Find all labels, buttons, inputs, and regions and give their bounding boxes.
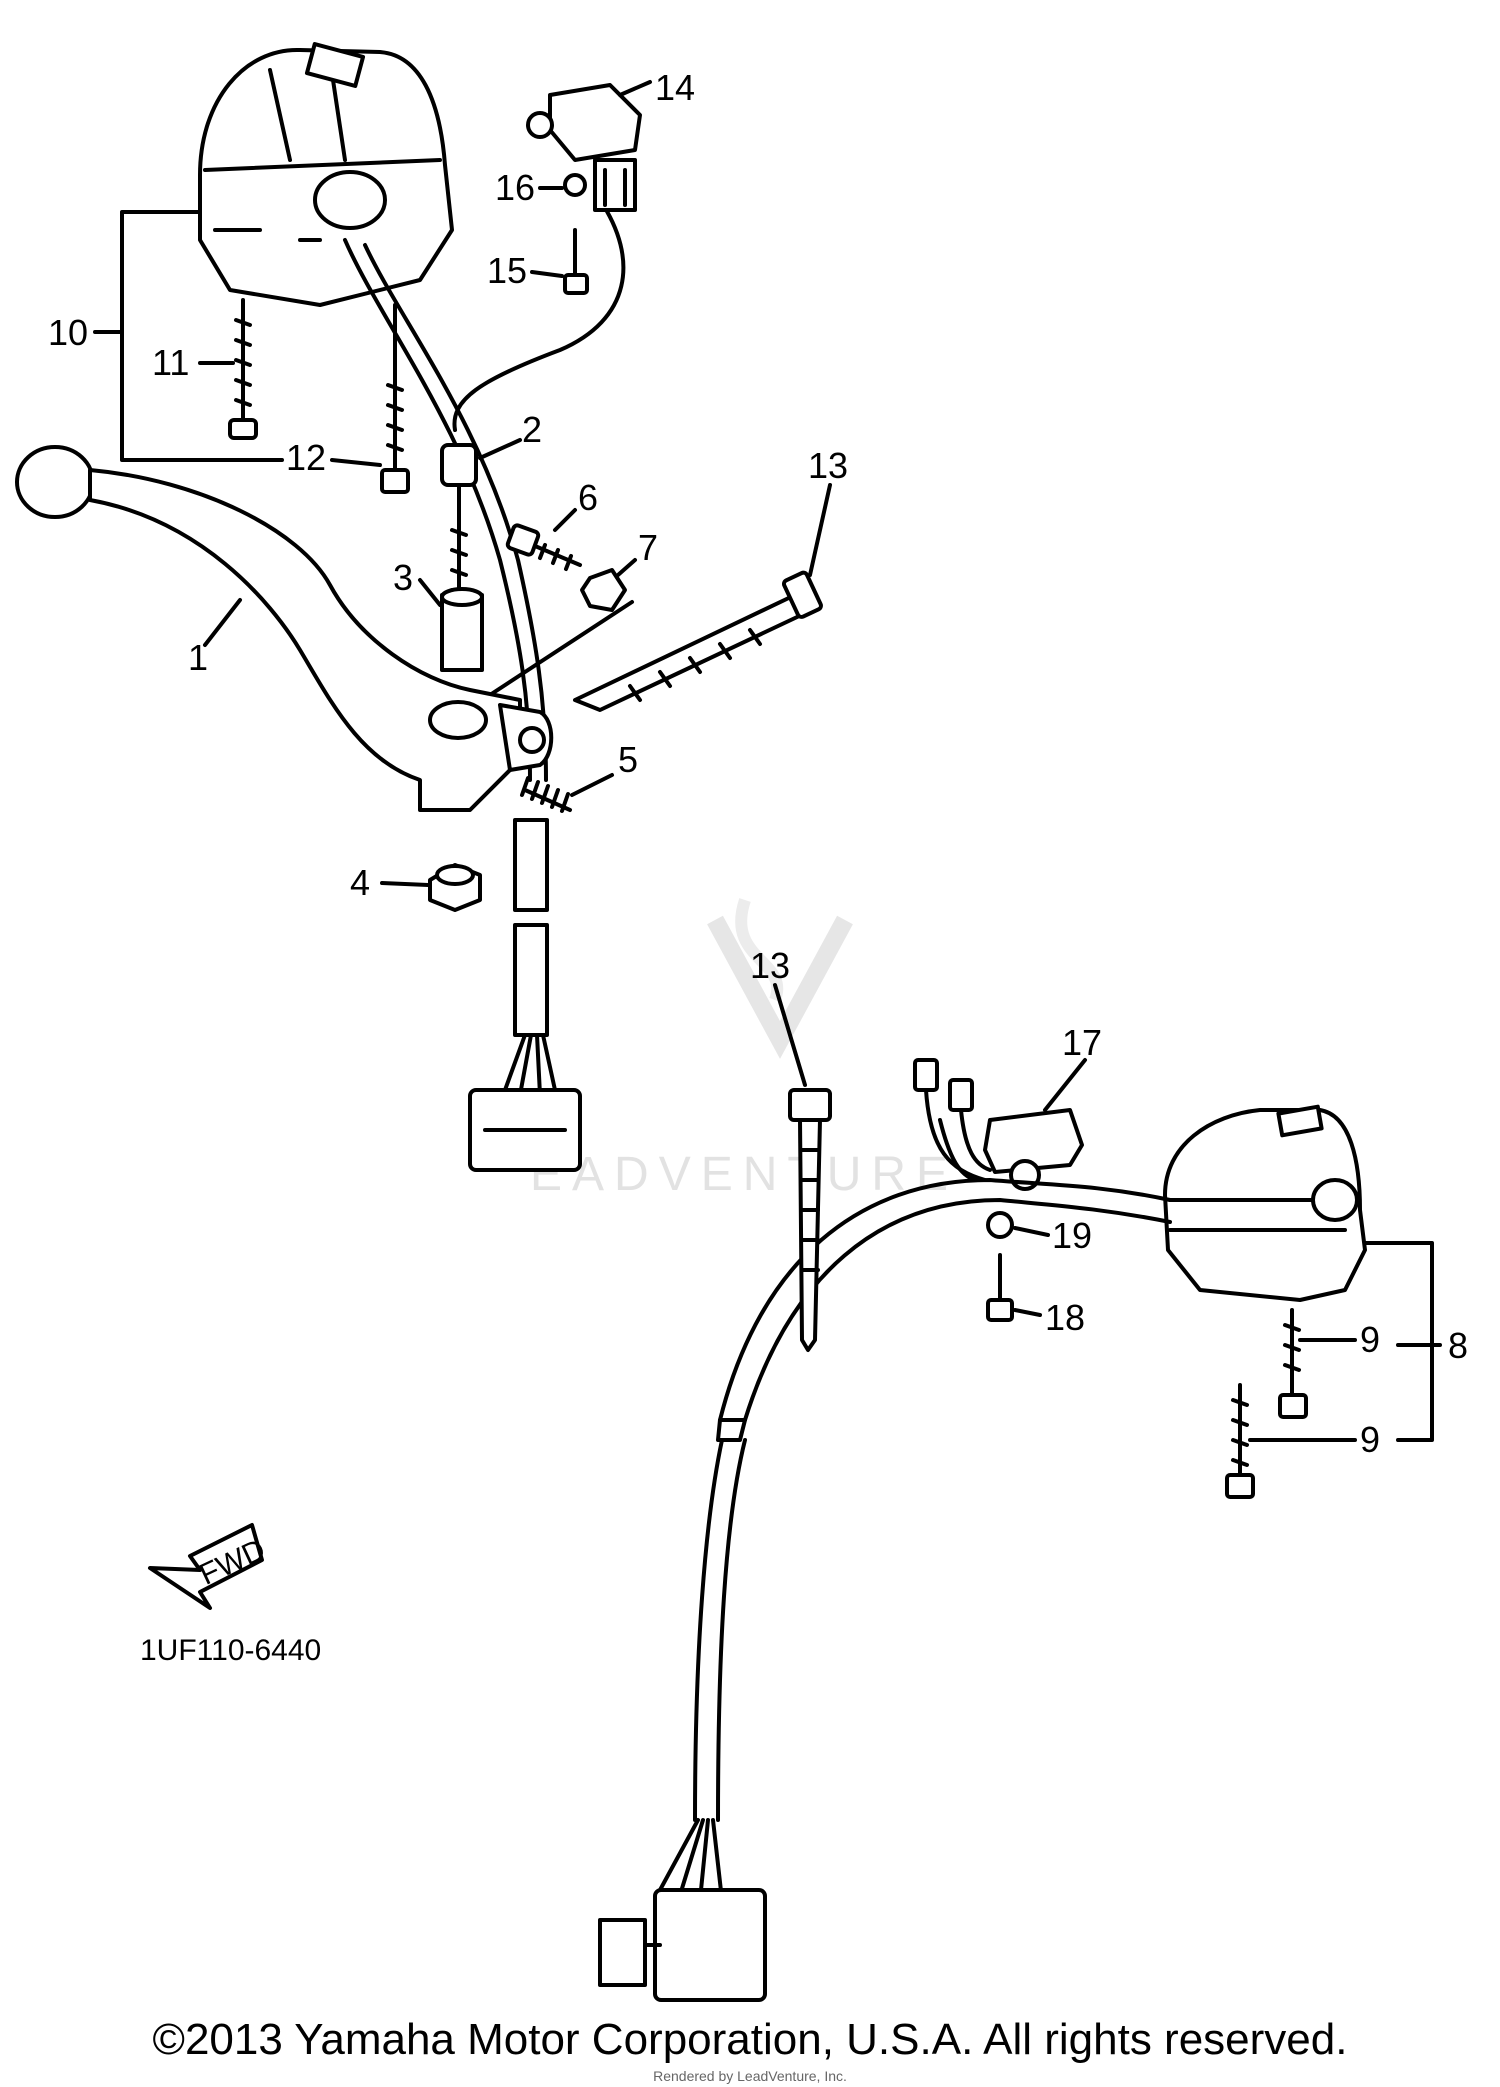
right-switch-cable <box>718 1178 1172 1422</box>
spring-5 <box>520 776 572 813</box>
callout-14: 14 <box>655 67 695 108</box>
collar-3 <box>440 587 484 672</box>
callout-7: 7 <box>638 527 658 568</box>
screw-18 <box>986 1253 1014 1322</box>
washer-19 <box>986 1211 1014 1239</box>
brake-switch-17 <box>938 1108 1084 1191</box>
cable-tie-13-upper <box>573 570 823 712</box>
nut-4 <box>428 863 482 912</box>
render-credit: Rendered by LeadVenture, Inc. <box>653 2068 847 2084</box>
bolt-6 <box>505 523 582 571</box>
callout-1: 1 <box>188 637 208 678</box>
copyright-notice: ©2013 Yamaha Motor Corporation, U.S.A. A… <box>152 2015 1348 2064</box>
bolt-2 <box>440 443 478 602</box>
callout-8: 8 <box>1448 1325 1468 1366</box>
callouts: 14 16 15 10 11 12 2 6 7 13 3 1 5 <box>48 67 1468 1460</box>
callout-13-upper: 13 <box>808 445 848 486</box>
callout-19: 19 <box>1052 1215 1092 1256</box>
switch-wires <box>913 1058 992 1182</box>
callout-5: 5 <box>618 739 638 780</box>
callout-3: 3 <box>393 557 413 598</box>
callout-16: 16 <box>495 167 535 208</box>
diagram-reference: 1UF110-6440 <box>140 1634 321 1667</box>
left-handlebar-switch <box>198 42 454 307</box>
right-connector <box>598 1818 767 2002</box>
screw-9-lower <box>1225 1383 1255 1499</box>
watermark-text: EADVENTURE <box>530 1148 958 1201</box>
cable-tie-13-lower <box>788 1088 832 1352</box>
watermark: EADVENTURE <box>530 898 958 1201</box>
left-connector <box>468 818 582 1172</box>
right-handlebar-switch <box>1163 1104 1367 1302</box>
screw-15 <box>563 228 589 295</box>
callout-10: 10 <box>48 312 88 353</box>
callout-18: 18 <box>1045 1297 1085 1338</box>
callout-11: 11 <box>152 342 189 383</box>
nut-7 <box>580 568 627 612</box>
callout-6: 6 <box>578 477 598 518</box>
fwd-arrow: FWD <box>148 1523 271 1610</box>
washer-16 <box>563 173 587 197</box>
callout-4: 4 <box>350 862 370 903</box>
clutch-lever-1 <box>15 445 554 812</box>
callout-17: 17 <box>1062 1022 1102 1063</box>
callout-9-lower: 9 <box>1360 1419 1380 1460</box>
callout-15: 15 <box>487 250 527 291</box>
callout-13-lower: 13 <box>750 945 790 986</box>
screw-9-upper <box>1278 1308 1308 1419</box>
front-stop-switch-cable <box>452 198 626 432</box>
screw-11 <box>228 298 258 440</box>
callout-9-upper: 9 <box>1360 1319 1380 1360</box>
callout-12: 12 <box>286 437 326 478</box>
front-stop-switch-14 <box>526 83 642 212</box>
left-switch-cable <box>343 238 532 782</box>
callout-2: 2 <box>522 409 542 450</box>
